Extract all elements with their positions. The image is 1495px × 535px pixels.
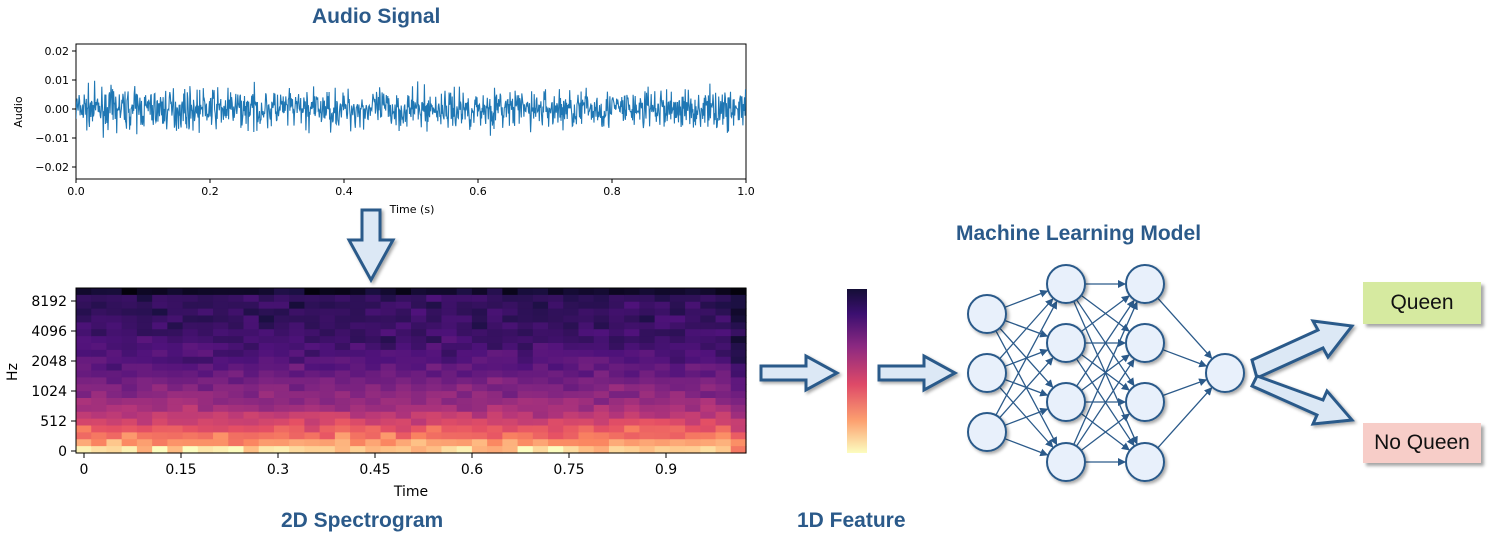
down-right-arrow-icon [1249,374,1356,426]
network-connection [1157,297,1213,359]
network-node [1046,264,1086,304]
queen-output-box: Queen [1363,282,1481,324]
spectrogram-y-tick-label: 512 [40,414,67,430]
waveform-x-tick-label: 0.6 [469,185,487,198]
network-connection [999,298,1054,360]
spectrogram-title: 2D Spectrogram [281,509,444,532]
audio-signal-title: Audio Signal [312,5,441,28]
waveform-line [76,80,746,138]
network-connection [1004,407,1049,426]
network-connection [1073,301,1138,445]
network-connection [1080,413,1130,452]
network-node [967,294,1007,334]
waveform-y-tick-label: 0.02 [45,45,70,58]
right-arrow-icon [877,353,959,393]
network-connection [1162,378,1208,397]
audio-waveform-plot: 0.02 0.01 0.00 −0.01 −0.02 0.0 0.2 0.4 0… [12,43,755,216]
spectrogram-y-tick-label: 1024 [31,384,67,400]
spectrogram-x-ticks: 0 0.15 0.3 0.45 0.6 0.75 0.9 [80,453,677,478]
spectrogram-x-tick-label: 0.45 [359,462,390,478]
network-connection [995,300,1058,416]
spectrogram-axes-frame [75,287,747,454]
spectrogram-x-tick-label: 0 [80,462,89,478]
network-connection [1004,438,1049,457]
spectrogram-y-tick-label: 0 [58,444,67,460]
waveform-y-axis-label: Audio [12,96,25,128]
network-connection [1162,349,1208,368]
spectrogram-x-tick-label: 0.9 [655,462,677,478]
waveform-x-tick-label: 0.8 [603,185,621,198]
network-connection [1157,387,1213,449]
spectrogram-y-tick-label: 8192 [31,294,67,310]
waveform-y-tick-label: −0.02 [35,161,69,174]
network-node [1125,442,1165,482]
spectrogram-x-axis-label: Time [393,484,428,500]
right-arrow-icon [759,353,841,393]
waveform-x-tick-label: 1.0 [737,185,755,198]
spectrogram-x-tick-label: 0.75 [553,462,584,478]
feature-vector-bar [847,289,867,453]
network-connection [1080,295,1130,333]
spectrogram-y-tick-label: 4096 [31,324,67,340]
spectrogram-y-ticks: 8192 4096 2048 1024 512 0 [31,294,76,460]
network-connection [1075,358,1135,447]
no-queen-output-box: No Queen [1363,423,1481,463]
waveform-y-ticks: 0.02 0.01 0.00 −0.01 −0.02 [35,45,76,174]
network-connection [1004,289,1049,308]
network-connection [999,357,1054,419]
feature-title: 1D Feature [797,509,906,532]
network-node [967,353,1007,393]
model-title: Machine Learning Model [956,222,1202,245]
waveform-x-tick-label: 0.4 [335,185,353,198]
up-right-arrow-icon [1250,319,1355,381]
neural-network [967,264,1245,482]
waveform-y-tick-label: 0.01 [45,74,70,87]
network-node [1205,353,1245,393]
network-node [1046,382,1086,422]
spectrogram-plot: 8192 4096 2048 1024 512 0 0 0.15 0.3 0.4… [5,287,747,500]
spectrogram-y-tick-label: 2048 [31,354,67,370]
network-node [1125,264,1165,304]
spectrogram-image [76,288,747,454]
network-node [1046,323,1086,363]
network-connection [1076,299,1135,387]
spectrogram-x-tick-label: 0.15 [165,462,196,478]
waveform-y-tick-label: 0.00 [45,103,70,116]
network-node [967,412,1007,452]
down-arrow-icon [346,208,396,284]
waveform-x-axis-label: Time (s) [389,203,435,216]
spectrogram-x-tick-label: 0.6 [461,462,483,478]
spectrogram-x-tick-label: 0.3 [267,462,289,478]
network-node [1125,323,1165,363]
waveform-x-tick-label: 0.0 [67,185,85,198]
network-node [1125,382,1165,422]
waveform-y-tick-label: −0.01 [35,132,69,145]
waveform-x-ticks: 0.0 0.2 0.4 0.6 0.8 1.0 [67,179,755,198]
network-node [1046,442,1086,482]
waveform-x-tick-label: 0.2 [201,185,219,198]
spectrogram-y-axis-label: Hz [5,363,21,381]
